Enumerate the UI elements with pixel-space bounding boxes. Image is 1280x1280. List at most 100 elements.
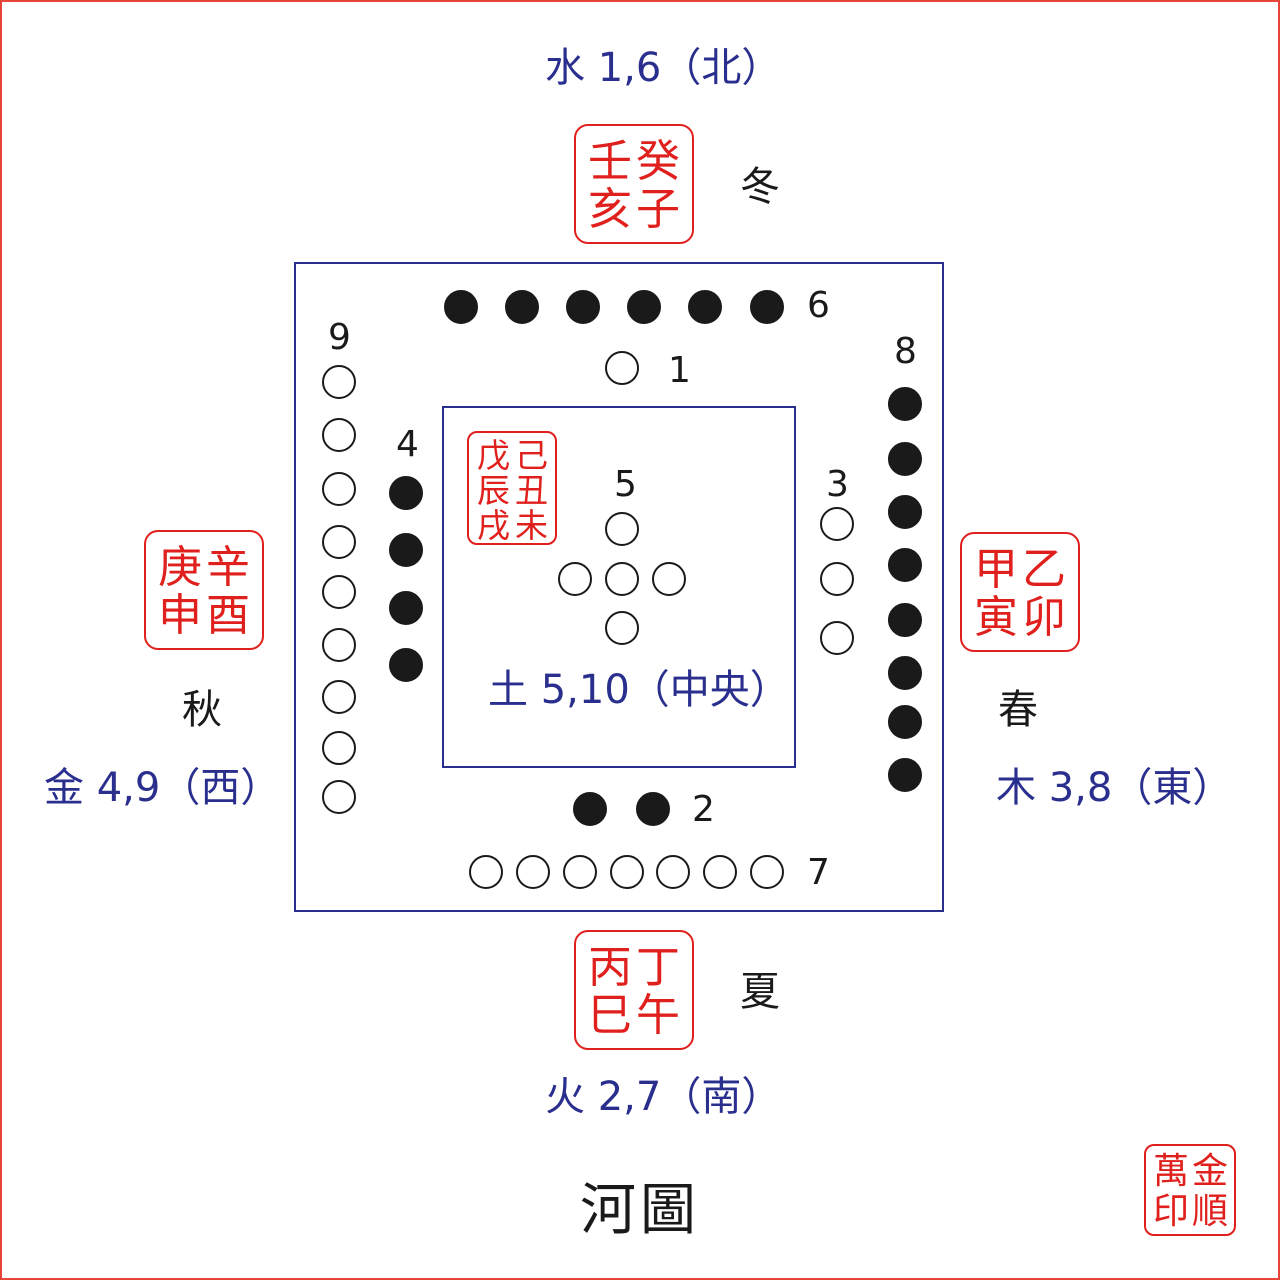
dot-nine bbox=[322, 731, 356, 765]
dot-eight bbox=[888, 705, 922, 739]
number-7: 7 bbox=[807, 852, 830, 893]
dot-seven bbox=[563, 855, 597, 889]
stem-char: 辛 bbox=[206, 542, 250, 593]
dot-four bbox=[389, 476, 423, 510]
stem-char: 亥 bbox=[588, 184, 632, 235]
stem-char: 己 bbox=[515, 436, 548, 475]
dot-eight bbox=[888, 548, 922, 582]
dot-seven bbox=[750, 855, 784, 889]
dot-four bbox=[389, 591, 423, 625]
west-stem-seal: 庚 辛 申 酉 bbox=[144, 530, 264, 650]
dot-group bbox=[322, 290, 922, 889]
season-summer: 夏 bbox=[740, 969, 780, 1015]
outer-square bbox=[294, 262, 944, 912]
stem-char: 巳 bbox=[588, 990, 632, 1041]
center-element-label: 土 5,10（中央） bbox=[488, 667, 790, 713]
diagram-title: 河圖 bbox=[580, 1178, 700, 1243]
seal-char: 印 bbox=[1153, 1191, 1190, 1232]
stem-char: 乙 bbox=[1022, 544, 1066, 595]
stem-char: 甲 bbox=[974, 544, 1018, 595]
dot-two bbox=[636, 792, 670, 826]
season-spring: 春 bbox=[998, 687, 1038, 733]
stem-char: 戌 bbox=[477, 506, 510, 545]
stem-char: 壬 bbox=[588, 136, 632, 187]
north-element-label: 水 1,6（北） bbox=[545, 45, 782, 91]
number-5: 5 bbox=[614, 464, 637, 505]
east-stem-seal: 甲 乙 寅 卯 bbox=[960, 532, 1080, 652]
stem-char: 丁 bbox=[636, 942, 680, 993]
south-element-label: 火 2,7（南） bbox=[545, 1074, 782, 1120]
stem-char: 辰 bbox=[477, 471, 510, 510]
stem-char: 癸 bbox=[636, 136, 680, 187]
north-stem-seal: 壬 癸 亥 子 bbox=[574, 124, 694, 244]
dot-three bbox=[820, 621, 854, 655]
dot-seven bbox=[610, 855, 644, 889]
stem-char: 酉 bbox=[206, 590, 250, 641]
dot-nine bbox=[322, 680, 356, 714]
season-autumn: 秋 bbox=[182, 687, 222, 733]
stem-char: 未 bbox=[515, 506, 548, 545]
dot-two bbox=[573, 792, 607, 826]
dot-one bbox=[605, 351, 639, 385]
stem-char: 庚 bbox=[158, 542, 202, 593]
dot-eight bbox=[888, 758, 922, 792]
dot-seven bbox=[656, 855, 690, 889]
dot-eight bbox=[888, 442, 922, 476]
dot-six bbox=[566, 290, 600, 324]
number-4: 4 bbox=[396, 424, 419, 465]
number-6: 6 bbox=[807, 285, 830, 326]
dot-five bbox=[652, 562, 686, 596]
dot-six bbox=[627, 290, 661, 324]
season-winter: 冬 bbox=[740, 164, 780, 210]
number-8: 8 bbox=[894, 331, 917, 372]
dot-nine bbox=[322, 575, 356, 609]
number-3: 3 bbox=[826, 464, 849, 505]
dot-seven bbox=[469, 855, 503, 889]
dot-nine bbox=[322, 418, 356, 452]
stem-char: 午 bbox=[636, 990, 680, 1041]
dot-three bbox=[820, 562, 854, 596]
dot-five bbox=[605, 611, 639, 645]
stem-char: 申 bbox=[158, 590, 202, 641]
seal-char: 萬 bbox=[1153, 1151, 1190, 1192]
east-element-label: 木 3,8（東） bbox=[996, 765, 1233, 811]
west-element-label: 金 4,9（西） bbox=[44, 765, 281, 811]
dot-five bbox=[605, 562, 639, 596]
dot-eight bbox=[888, 603, 922, 637]
dot-eight bbox=[888, 387, 922, 421]
inner-square bbox=[442, 406, 796, 768]
dot-nine bbox=[322, 525, 356, 559]
number-2: 2 bbox=[692, 789, 715, 830]
stem-char: 丙 bbox=[588, 942, 632, 993]
dot-five bbox=[558, 562, 592, 596]
seal-char: 金 bbox=[1192, 1151, 1229, 1192]
center-stem-seal: 戊 己 辰 丑 戌 未 bbox=[467, 431, 557, 545]
dot-eight bbox=[888, 495, 922, 529]
dot-seven bbox=[703, 855, 737, 889]
dot-six bbox=[444, 290, 478, 324]
stem-char: 丑 bbox=[515, 471, 548, 510]
dot-nine bbox=[322, 780, 356, 814]
dot-five bbox=[605, 512, 639, 546]
dot-eight bbox=[888, 656, 922, 690]
number-1: 1 bbox=[668, 350, 691, 391]
dot-three bbox=[820, 507, 854, 541]
dot-seven bbox=[516, 855, 550, 889]
south-stem-seal: 丙 丁 巳 午 bbox=[574, 930, 694, 1050]
dot-nine bbox=[322, 472, 356, 506]
number-9: 9 bbox=[328, 317, 351, 358]
dot-nine bbox=[322, 628, 356, 662]
dot-four bbox=[389, 533, 423, 567]
dot-six bbox=[688, 290, 722, 324]
dot-six bbox=[750, 290, 784, 324]
dot-four bbox=[389, 648, 423, 682]
stem-char: 卯 bbox=[1022, 592, 1066, 643]
dot-six bbox=[505, 290, 539, 324]
stem-char: 戊 bbox=[477, 436, 510, 475]
stem-char: 寅 bbox=[974, 592, 1018, 643]
seal-char: 順 bbox=[1192, 1191, 1229, 1232]
signature-seal: 萬 金 印 順 bbox=[1144, 1144, 1236, 1236]
stem-char: 子 bbox=[636, 184, 680, 235]
